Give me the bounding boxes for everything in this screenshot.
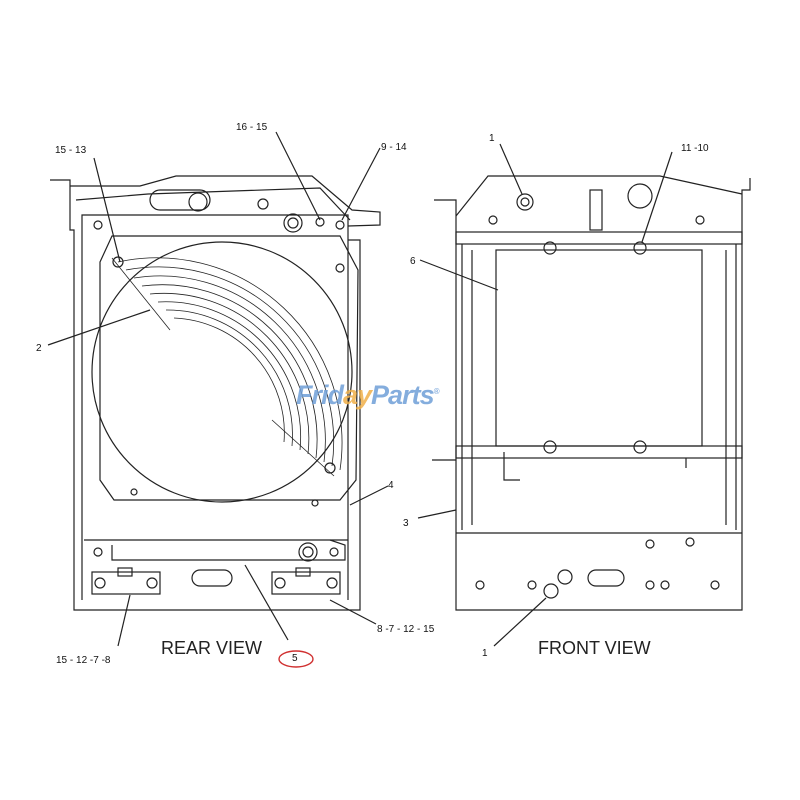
callout-15-13: 15 - 13 bbox=[55, 145, 87, 156]
callout-9-14: 9 - 14 bbox=[381, 142, 407, 153]
callout-16-15: 16 - 15 bbox=[236, 122, 268, 133]
watermark-logo: FridayParts® bbox=[296, 380, 439, 410]
callout-8-7-12-15: 8 -7 - 12 - 15 bbox=[377, 624, 435, 635]
callout-1-top: 1 bbox=[489, 133, 495, 144]
callout-15-12-7-8: 15 - 12 -7 -8 bbox=[56, 655, 111, 666]
callout-4: 4 bbox=[388, 480, 394, 491]
callout-2: 2 bbox=[36, 343, 42, 354]
callout-3: 3 bbox=[403, 518, 409, 529]
front-view-drawing bbox=[417, 143, 751, 647]
callout-5-highlighted: 5 bbox=[292, 653, 298, 664]
rear-view-drawing bbox=[47, 131, 389, 668]
callout-11-10: 11 -10 bbox=[681, 143, 709, 154]
callout-1-bottom: 1 bbox=[482, 648, 488, 659]
rear-view-title: REAR VIEW bbox=[161, 638, 263, 658]
front-view-title: FRONT VIEW bbox=[538, 638, 651, 658]
callout-6: 6 bbox=[410, 256, 416, 267]
